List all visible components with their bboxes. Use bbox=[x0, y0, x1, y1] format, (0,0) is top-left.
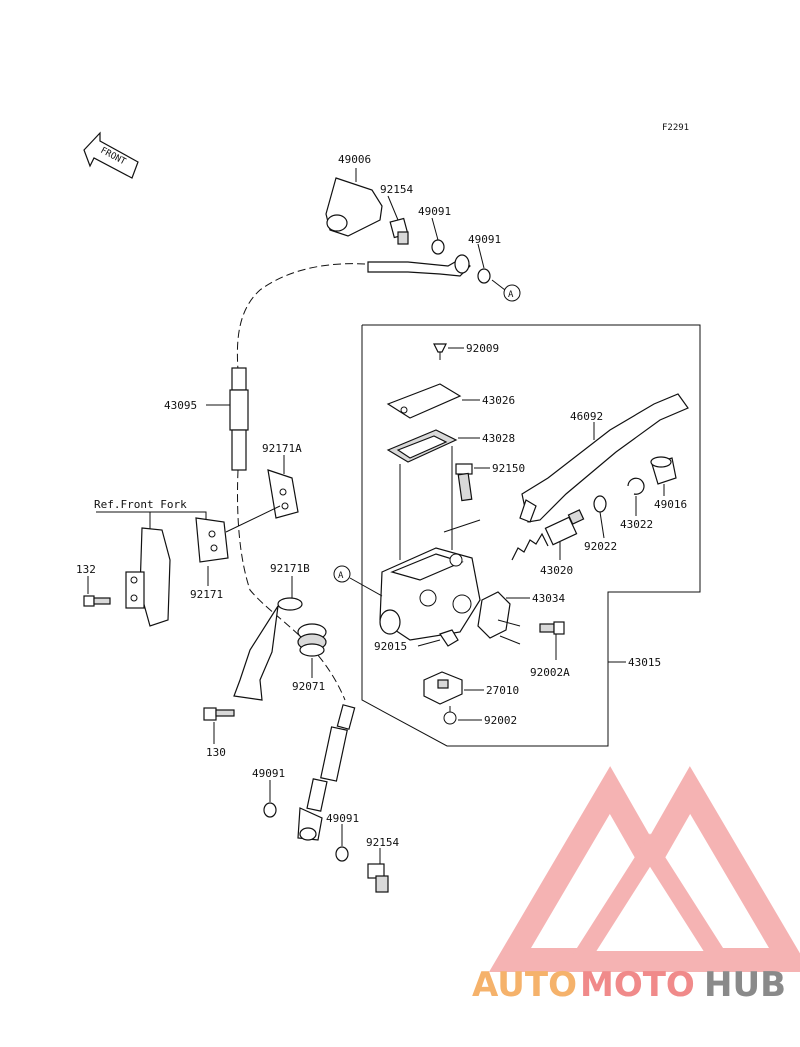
label-92171: 92171 bbox=[190, 588, 223, 601]
label-92171B: 92171B bbox=[270, 562, 310, 575]
washer-92022 bbox=[593, 495, 607, 513]
label-43015: 43015 bbox=[628, 656, 661, 669]
piston-spring bbox=[511, 509, 585, 561]
pivot-bolt bbox=[455, 463, 473, 502]
reservoir-cover bbox=[386, 383, 462, 419]
screw-92009 bbox=[433, 343, 447, 360]
bolt-132 bbox=[83, 595, 111, 607]
label-49091-b: 49091 bbox=[468, 233, 501, 246]
grommet bbox=[297, 623, 327, 657]
brake-lever bbox=[519, 393, 689, 523]
callout-a-top-label: A bbox=[508, 290, 514, 300]
screw-92002 bbox=[443, 706, 457, 725]
label-92002: 92002 bbox=[484, 714, 517, 727]
hose-end-bottom bbox=[297, 704, 356, 841]
label-49091-a: 49091 bbox=[418, 205, 451, 218]
fork-bracket bbox=[125, 527, 171, 627]
label-49006: 49006 bbox=[338, 153, 371, 166]
label-27010: 27010 bbox=[486, 684, 519, 697]
label-43020: 43020 bbox=[540, 564, 573, 577]
hose-clip-b bbox=[233, 597, 303, 701]
master-cylinder bbox=[379, 547, 481, 641]
figure-code: F2291 bbox=[662, 123, 689, 133]
label-132: 132 bbox=[76, 563, 96, 576]
washer-top-b bbox=[477, 268, 491, 284]
label-46092: 46092 bbox=[570, 410, 603, 423]
ref-front-fork: Ref.Front Fork bbox=[94, 498, 187, 511]
washer-bottom-a bbox=[263, 802, 277, 818]
watermark-text-hub: HUB bbox=[704, 965, 786, 1005]
label-92154-top: 92154 bbox=[380, 183, 413, 196]
diaphragm bbox=[386, 429, 458, 463]
label-92171A: 92171A bbox=[262, 442, 302, 455]
label-92009: 92009 bbox=[466, 342, 499, 355]
hose-segment bbox=[229, 367, 249, 471]
watermark-text-moto: MOTO bbox=[580, 965, 695, 1005]
label-92015: 92015 bbox=[374, 640, 407, 653]
callout-a-body-label: A bbox=[338, 571, 344, 581]
hose-clamp-a bbox=[267, 469, 299, 519]
bolt-130 bbox=[203, 707, 235, 721]
washer-bottom-b bbox=[335, 846, 349, 862]
label-92022: 92022 bbox=[584, 540, 617, 553]
holder-clamp bbox=[477, 591, 511, 639]
label-49016: 49016 bbox=[654, 498, 687, 511]
bolt-92002A bbox=[539, 621, 565, 635]
washer-top-a bbox=[431, 239, 445, 255]
label-49091-c: 49091 bbox=[252, 767, 285, 780]
snap-ring bbox=[627, 477, 645, 495]
watermark-text-auto: AUTO bbox=[472, 965, 577, 1005]
label-43034: 43034 bbox=[532, 592, 565, 605]
cap-part bbox=[325, 177, 383, 237]
callout-a-body bbox=[333, 565, 351, 583]
label-49091-d: 49091 bbox=[326, 812, 359, 825]
watermark-logo bbox=[489, 766, 800, 972]
assembly-frame bbox=[361, 324, 701, 747]
label-43022: 43022 bbox=[620, 518, 653, 531]
label-43028: 43028 bbox=[482, 432, 515, 445]
label-92071: 92071 bbox=[292, 680, 325, 693]
hose-route-lower bbox=[237, 469, 346, 701]
boot bbox=[650, 456, 677, 485]
banjo-bolt-bottom bbox=[367, 863, 389, 893]
label-92150: 92150 bbox=[492, 462, 525, 475]
label-130: 130 bbox=[206, 746, 226, 759]
banjo-bolt-top bbox=[389, 217, 409, 245]
callout-a-top bbox=[503, 284, 521, 302]
nut-92015 bbox=[439, 629, 459, 647]
label-43095: 43095 bbox=[164, 399, 197, 412]
label-43026: 43026 bbox=[482, 394, 515, 407]
hose-route-upper bbox=[236, 263, 366, 371]
hose-clamp bbox=[195, 517, 229, 563]
label-92154-bottom: 92154 bbox=[366, 836, 399, 849]
brake-switch bbox=[423, 671, 463, 705]
label-92002A: 92002A bbox=[530, 666, 570, 679]
front-arrow-icon: FRONT bbox=[83, 131, 139, 179]
hose-end-top bbox=[367, 254, 471, 277]
